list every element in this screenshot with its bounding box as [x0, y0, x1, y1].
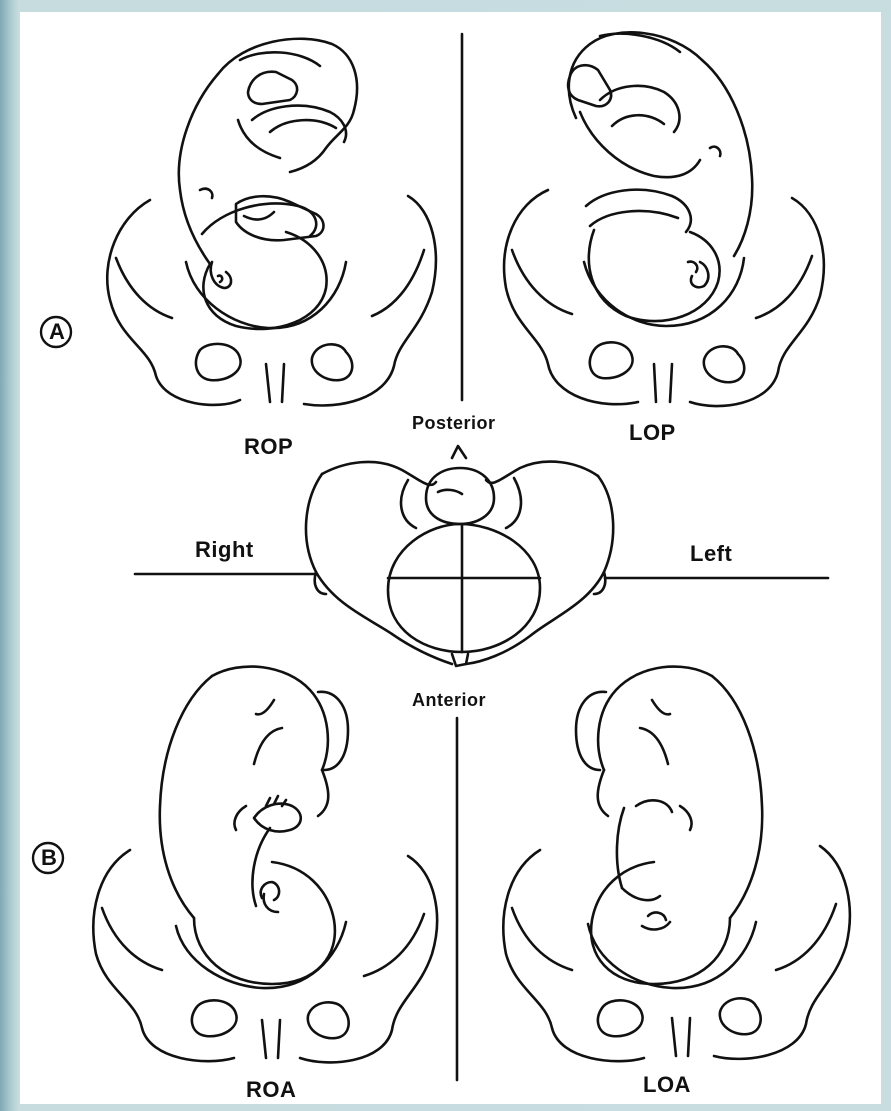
pelvis-rop — [107, 196, 436, 405]
lop-illustration — [504, 32, 824, 406]
label-loa: LOA — [643, 1072, 691, 1098]
marker-a: A — [49, 319, 65, 345]
label-anterior: Anterior — [412, 690, 486, 711]
label-roa: ROA — [246, 1077, 296, 1103]
pelvis-lop — [504, 190, 824, 406]
fetus-rop — [179, 39, 357, 329]
fetus-lop — [568, 32, 752, 321]
loa-illustration — [503, 667, 849, 1062]
label-posterior: Posterior — [412, 413, 496, 434]
roa-illustration — [93, 667, 437, 1063]
fetus-loa — [576, 667, 762, 984]
rop-illustration — [107, 39, 436, 406]
pelvis-loa — [503, 846, 849, 1061]
label-left: Left — [690, 541, 732, 567]
label-rop: ROP — [244, 434, 293, 460]
fetus-roa — [160, 667, 348, 984]
pelvis-roa — [93, 850, 437, 1062]
label-lop: LOP — [629, 420, 676, 446]
marker-b: B — [41, 845, 57, 871]
label-right: Right — [195, 537, 254, 563]
center-pelvis — [306, 446, 613, 666]
